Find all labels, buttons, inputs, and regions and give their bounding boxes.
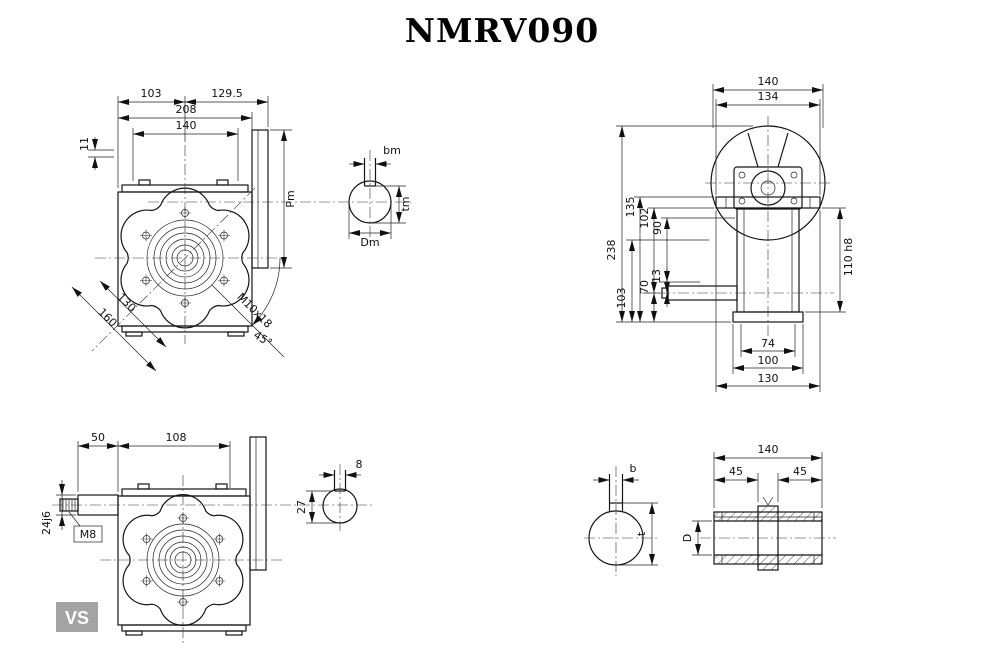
vs-top-cap [121, 488, 247, 497]
scalloped-housing-face [120, 187, 250, 329]
shaft-view: b t 140 45 45 [584, 443, 836, 576]
vs-view-dimensions: 50 108 24j6 M8 VS [40, 431, 231, 632]
dim-front-thread-m10x18: M10x18 [234, 290, 274, 330]
dim-side-103: 103 [615, 288, 628, 309]
dim-vs-108: 108 [166, 431, 187, 444]
dim-vs-50: 50 [91, 431, 105, 444]
dim-front-129-5: 129.5 [211, 87, 243, 100]
input-shaft-section-detail: bm tm Dm [348, 144, 412, 249]
m8-leader-line [68, 511, 81, 527]
dim-vs-27: 27 [295, 500, 308, 514]
top-cap-tab-left [138, 179, 151, 186]
drawing-title: NMRV090 [405, 11, 599, 50]
dim-shaft-45-left: 45 [729, 465, 743, 478]
dim-side-110h8: 110 h8 [842, 238, 855, 276]
vs-badge-box [56, 602, 98, 632]
dim-vs-24j6: 24j6 [40, 511, 53, 535]
dim-shaft-d: D [681, 534, 694, 542]
side-view-dimensions: 140 134 238 135 102 90 103 70 13 [605, 75, 855, 392]
dim-front-pm: Pm [284, 190, 297, 207]
input-bore-circle [750, 170, 786, 206]
vs-scalloped-face [122, 494, 244, 626]
dim-side-140: 140 [758, 75, 779, 88]
vs-shaft-section-detail: 8 27 [295, 458, 363, 531]
dim-side-13: 13 [650, 269, 663, 283]
vs-view-linework [52, 436, 372, 645]
front-view: 103 129.5 208 140 11 Pm 130 160 M10x18 4… [71, 87, 414, 372]
dim-side-130: 130 [758, 372, 779, 385]
dim-shaft-45-right: 45 [793, 465, 807, 478]
side-view: 140 134 238 135 102 90 103 70 13 [605, 75, 855, 392]
foot-right [227, 331, 245, 337]
dim-vs-thread-m8: M8 [80, 528, 97, 541]
dim-front-dm: Dm [360, 236, 379, 249]
dim-front-tm: tm [399, 196, 412, 211]
dim-side-134: 134 [758, 90, 779, 103]
bore-section-detail: b t [584, 462, 660, 576]
hollow-shaft-side-detail: 140 45 45 D [681, 443, 836, 571]
dim-side-135: 135 [624, 197, 637, 218]
side-view-linework [640, 116, 834, 336]
dim-front-bm: bm [383, 144, 401, 157]
dim-side-90: 90 [651, 221, 664, 235]
dim-front-11: 11 [78, 137, 91, 151]
m10-leader-line [211, 284, 285, 358]
dim-side-70: 70 [638, 280, 651, 294]
dim-front-140: 140 [176, 119, 197, 132]
top-cap-tab-right [216, 179, 229, 186]
dim-front-103: 103 [141, 87, 162, 100]
foot-left [125, 331, 143, 337]
output-flange-edge [251, 129, 269, 269]
dim-side-100: 100 [758, 354, 779, 367]
dim-shaft-t: t [635, 531, 648, 536]
vs-badge-label: VS [65, 608, 89, 628]
dim-vs-8: 8 [356, 458, 363, 471]
input-flange-square [733, 166, 803, 210]
dim-side-102: 102 [638, 208, 651, 229]
dim-side-238: 238 [605, 240, 618, 261]
vs-view: 50 108 24j6 M8 VS 8 27 [40, 431, 372, 645]
dim-front-208: 208 [176, 103, 197, 116]
surface-mark [762, 496, 774, 506]
vs-output-flange-edge [249, 436, 267, 571]
dim-front-angle-45: 45° [251, 328, 274, 349]
m8-label-box [73, 525, 103, 543]
dim-front-160: 160 [95, 306, 119, 330]
dim-shaft-140: 140 [758, 443, 779, 456]
angle-arc [251, 257, 281, 326]
dim-side-74: 74 [761, 337, 775, 350]
dim-shaft-b: b [630, 462, 637, 475]
